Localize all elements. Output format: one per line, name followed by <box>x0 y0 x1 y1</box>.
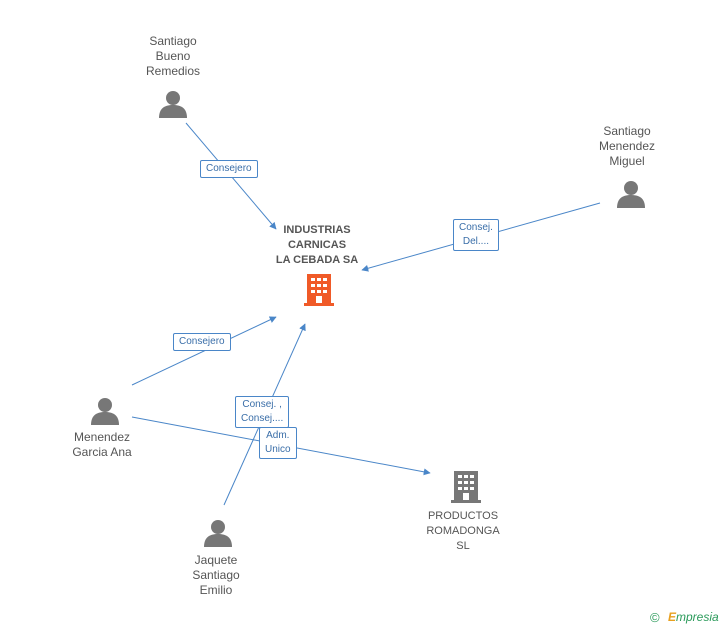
edge-label: Consej. Del.... <box>453 219 499 251</box>
company-label[interactable]: PRODUCTOS ROMADONGA SL <box>426 510 500 552</box>
person-label[interactable]: Santiago Bueno Remedios <box>145 34 201 78</box>
edge-label: Consejero <box>200 160 258 178</box>
building-icon <box>304 274 334 306</box>
person-icon <box>91 398 119 425</box>
building-icon <box>451 471 481 503</box>
edge-label: Consejero <box>173 333 231 351</box>
edge-line-garcia-to-industrias <box>131 316 277 386</box>
edge-label: Consej. , Consej.... <box>235 396 290 428</box>
person-label[interactable]: Santiago Menendez Miguel <box>598 124 656 168</box>
company-label[interactable]: INDUSTRIAS CARNICAS LA CEBADA SA <box>275 224 359 266</box>
brand-initial: E <box>668 610 677 624</box>
person-label[interactable]: Menendez Garcia Ana <box>72 430 132 459</box>
person-icon <box>617 181 645 208</box>
edge-label: Adm. Unico <box>259 427 297 459</box>
person-icon <box>204 520 232 547</box>
brand-logo: Empresia <box>668 610 719 624</box>
person-label[interactable]: Jaquete Santiago Emilio <box>192 553 240 597</box>
person-icon <box>159 91 187 118</box>
brand-rest: mpresia <box>676 610 719 624</box>
copyright-icon: © <box>650 610 660 625</box>
